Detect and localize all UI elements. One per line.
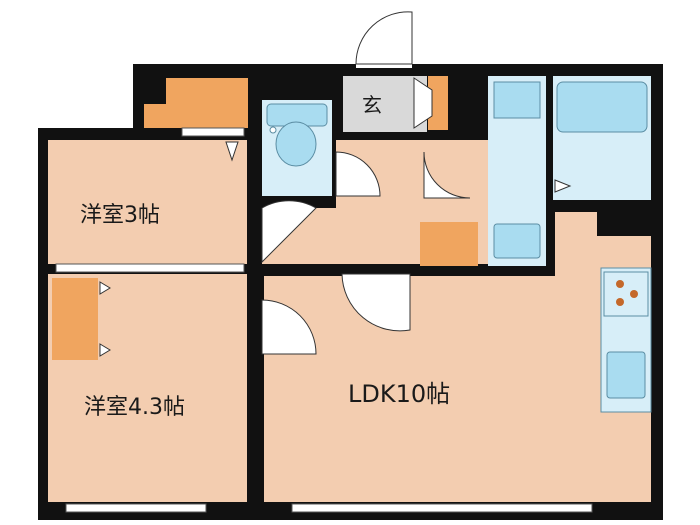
windows xyxy=(55,127,593,513)
closet-hall xyxy=(420,222,478,266)
window-room2 xyxy=(65,503,207,513)
entrance-closet-door xyxy=(413,77,433,129)
western-room-2-label: 洋室4.3帖 xyxy=(84,395,185,420)
ldk-door xyxy=(341,273,411,332)
doors xyxy=(261,11,471,355)
front-door xyxy=(355,11,413,68)
wet-area xyxy=(488,76,651,266)
western-room-1-floor xyxy=(48,140,247,264)
bathtub-icon xyxy=(556,81,648,133)
entrance-label: 玄 xyxy=(362,93,382,117)
entrance-floor xyxy=(343,76,427,132)
closet-top-sliding xyxy=(181,127,245,137)
window-room1 xyxy=(55,263,245,273)
closet-entrance xyxy=(428,76,448,130)
closet-top-left xyxy=(144,78,248,128)
toilet-door xyxy=(335,151,381,197)
washbasin-top xyxy=(493,81,541,119)
stove-icon xyxy=(603,271,649,317)
washbasin-bottom xyxy=(493,223,541,259)
closet-left-lower xyxy=(52,278,98,360)
toilet-bowl-icon xyxy=(275,121,317,167)
western-room-1-label: 洋室3帖 xyxy=(80,203,160,228)
window-ldk xyxy=(291,503,593,513)
indicators xyxy=(99,141,572,357)
washroom-door xyxy=(423,151,471,199)
kitchen xyxy=(600,267,652,413)
sink-icon xyxy=(606,351,646,399)
room1-door xyxy=(261,200,317,264)
storage-closets xyxy=(52,76,478,360)
toilet-room xyxy=(262,100,332,196)
room2-door xyxy=(261,299,317,355)
ldk-label: LDK10帖 xyxy=(348,380,450,408)
